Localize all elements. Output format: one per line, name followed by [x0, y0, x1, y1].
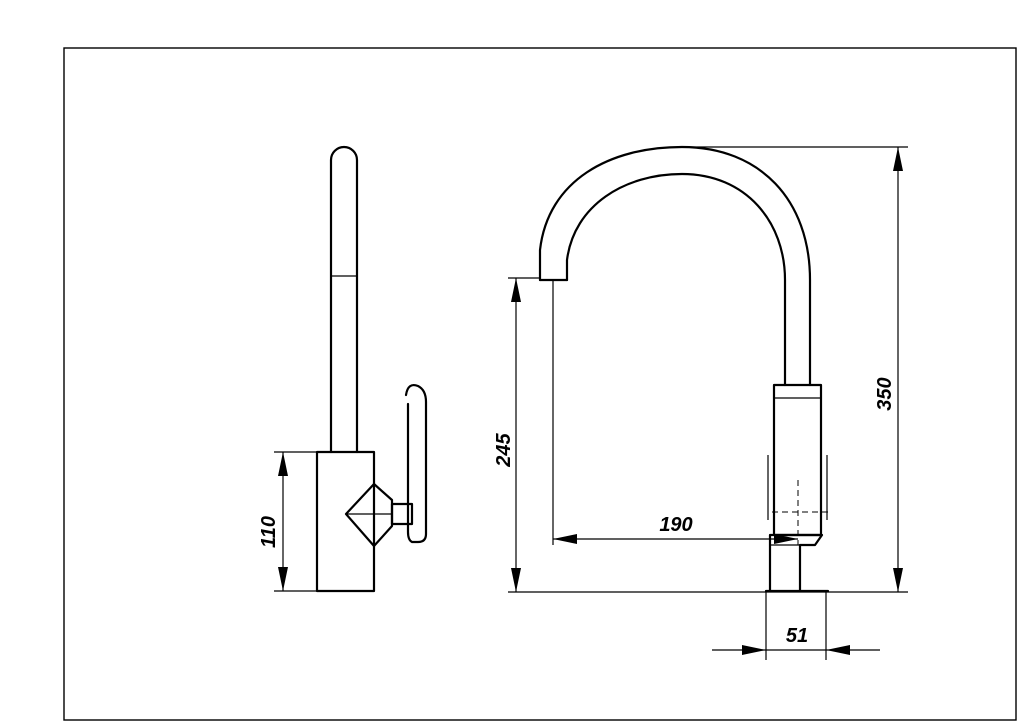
dimension-body-height: 110: [258, 516, 280, 548]
front-view: 245 350 190 51: [493, 145, 908, 660]
dimension-total-height: 350: [874, 377, 896, 410]
dimension-spout-reach: 190: [659, 514, 692, 536]
side-handle-pivot: [344, 482, 394, 548]
side-spout-tube: [329, 145, 359, 454]
side-view: 110: [258, 145, 428, 593]
dimension-base-width: 51: [786, 625, 808, 647]
side-body: [315, 450, 376, 593]
side-handle-stem: [390, 502, 414, 526]
dimension-spout-height: 245: [493, 432, 515, 467]
front-lever: [767, 455, 828, 520]
front-base: [768, 533, 824, 593]
front-spout-inner: [565, 172, 787, 387]
side-lever: [404, 383, 428, 544]
drawing-frame: [63, 47, 1017, 721]
front-spout-outer: [538, 145, 812, 387]
